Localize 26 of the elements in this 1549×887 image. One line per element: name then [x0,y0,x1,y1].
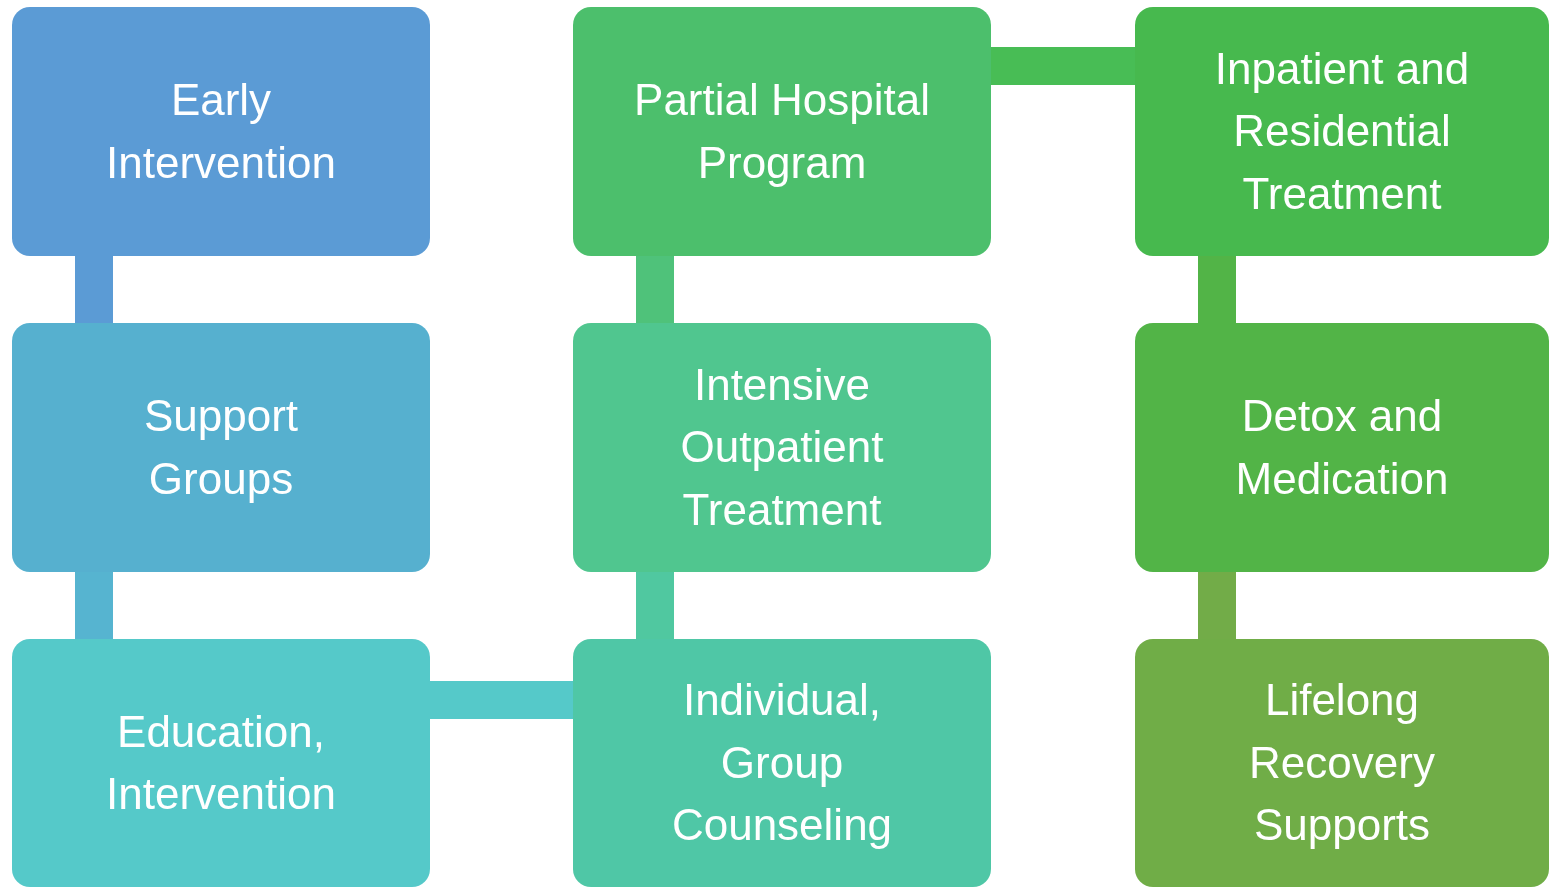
box-label: Partial Hospital Program [633,74,931,189]
box-label: Individual, Group Counseling [670,674,894,852]
box-label: Support Groups [142,390,300,505]
process-box [573,639,991,887]
connector-bar [75,572,113,639]
box-label: Inpatient and Residential Treatment [1213,42,1471,220]
process-box [1135,639,1549,887]
process-box [573,7,991,256]
box-label: Intensive Outpatient Treatment [679,358,885,536]
box-label: Early Intervention [105,74,337,189]
connector-bar [1198,572,1236,639]
box-label: Education, Intervention [105,705,337,820]
connector-bar [636,256,674,323]
connector-bar [1198,256,1236,323]
process-box [12,639,430,887]
process-box [1135,323,1549,572]
connector-bar [75,256,113,323]
box-label: Lifelong Recovery Supports [1248,674,1436,852]
connector-bar [636,572,674,639]
connector-bar [430,681,573,719]
process-box [12,7,430,256]
process-box [1135,7,1549,256]
process-box [573,323,991,572]
connector-bar [991,47,1135,85]
process-box [12,323,430,572]
box-label: Detox and Medication [1234,390,1450,505]
